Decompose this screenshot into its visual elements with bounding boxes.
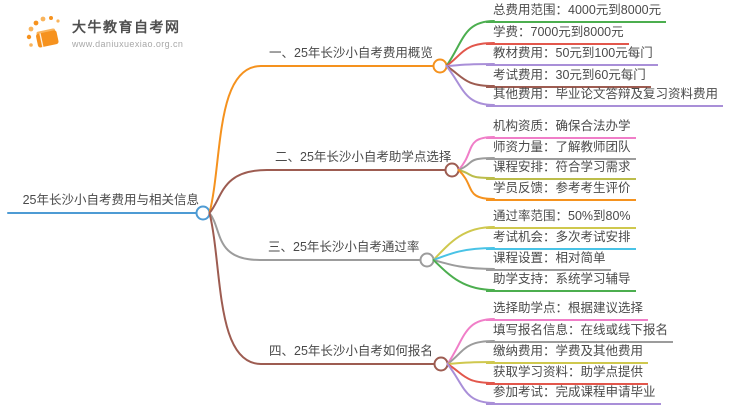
- leaf-label-4-1: 选择助学点：根据建议选择: [486, 301, 649, 321]
- leaf-label-4-2: 填写报名信息：在线或线下报名: [486, 323, 674, 343]
- leaf-label-3-2: 考试机会：多次考试安排: [486, 230, 636, 250]
- leaf-label-3-1: 通过率范围：50%到80%: [486, 209, 636, 229]
- leaf-label-4-3: 缴纳费用：学费及其他费用: [486, 344, 649, 364]
- leaf-label-1-1: 总费用范围：4000元到8000元: [486, 3, 667, 23]
- site-name: 大牛教育自考网: [72, 19, 181, 35]
- branch-node-circle-3: [419, 252, 435, 268]
- branch-label-1: 一、25年长沙小自考费用概览: [269, 46, 433, 60]
- leaf-label-1-5: 其他费用：毕业论文答辩及复习资料费用: [486, 87, 724, 107]
- leaf-label-2-3: 课程安排：符合学习需求: [486, 160, 636, 180]
- site-logo: 大牛教育自考网 www.daniuxuexiao.org.cn: [24, 12, 183, 54]
- book-sunburst-icon: [26, 16, 60, 48]
- branch-label-4: 四、25年长沙小自考如何报名: [269, 344, 433, 358]
- central-topic: 25年长沙小自考费用与相关信息: [22, 193, 199, 207]
- branch-label-2: 二、25年长沙小自考助学点选择: [275, 150, 452, 164]
- leaf-label-1-2: 学费：7000元到8000元: [486, 25, 629, 45]
- leaf-label-3-4: 助学支持：系统学习辅导: [486, 272, 636, 292]
- leaf-label-2-4: 学员反馈：参考考生评价: [486, 181, 636, 201]
- leaf-label-2-1: 机构资质：确保合法办学: [486, 119, 636, 139]
- branch-label-3: 三、25年长沙小自考通过率: [268, 240, 420, 254]
- leaf-label-1-3: 教材费用：50元到100元每门: [486, 46, 658, 66]
- leaf-label-3-3: 课程设置：相对简单: [486, 251, 611, 271]
- leaf-label-4-5: 参加考试：完成课程申请毕业: [486, 385, 661, 405]
- site-url: www.daniuxuexiao.org.cn: [72, 39, 184, 49]
- branch-node-circle-4: [433, 356, 449, 372]
- leaf-label-2-2: 师资力量：了解教师团队: [486, 140, 636, 160]
- leaf-label-1-4: 考试费用：30元到60元每门: [486, 68, 651, 88]
- leaf-label-4-4: 获取学习资料：助学点提供: [486, 365, 649, 385]
